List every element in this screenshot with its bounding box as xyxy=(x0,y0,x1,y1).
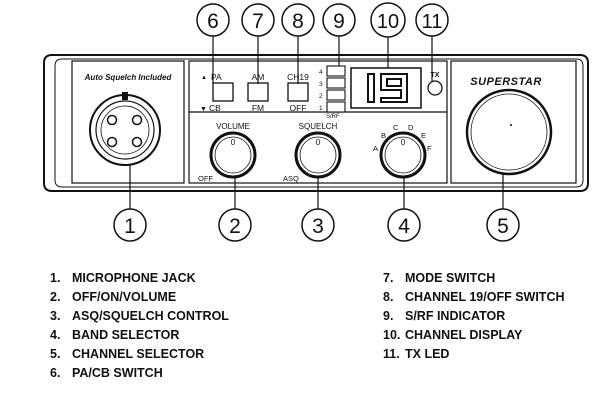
legend-number: 8. xyxy=(383,290,394,304)
band-b: B xyxy=(381,131,386,140)
legend-text: PA/CB SWITCH xyxy=(72,366,163,380)
legend-text: MODE SWITCH xyxy=(405,271,496,285)
legend-text: TX LED xyxy=(405,347,450,361)
legend-number: 7. xyxy=(383,271,394,285)
legend-item: 7. MODE SWITCH xyxy=(383,269,565,288)
legend-text: OFF/ON/VOLUME xyxy=(72,290,177,304)
legend-text: BAND SELECTOR xyxy=(72,328,180,342)
svg-text:8: 8 xyxy=(292,10,304,33)
band-c: C xyxy=(393,123,399,132)
legend-item: 1. MICROPHONE JACK xyxy=(50,269,229,288)
off-position-label: OFF xyxy=(198,174,213,183)
band-e: E xyxy=(421,131,426,140)
svg-text:10: 10 xyxy=(377,11,399,33)
volume-label: VOLUME xyxy=(216,122,250,131)
legend-item: 3. ASQ/SQUELCH CONTROL xyxy=(50,307,229,326)
callout-9: 9 xyxy=(322,3,356,37)
leader-lines xyxy=(129,36,504,209)
legend-left: 1. MICROPHONE JACK 2. OFF/ON/VOLUME 3. ASQ/… xyxy=(50,269,229,383)
asq-label: ASQ xyxy=(283,174,299,183)
svg-text:6: 6 xyxy=(207,10,219,33)
squelch-knob: SQUELCH 0 ASQ xyxy=(283,122,342,183)
callout-2: 2 xyxy=(218,208,252,242)
legend-number: 11. xyxy=(383,347,400,361)
meter-level-2: 2 xyxy=(319,93,323,100)
channel-selector: SUPERSTAR xyxy=(465,76,553,176)
legend-number: 10. xyxy=(383,328,401,342)
legend-text: ASQ/SQUELCH CONTROL xyxy=(72,309,229,323)
srf-indicator: 4 3 2 1 S/RF xyxy=(319,65,346,120)
pa-label: PA xyxy=(211,72,222,82)
legend-number: 6. xyxy=(50,366,61,380)
callouts-top: 6 7 8 9 10 11 xyxy=(196,2,449,38)
legend-item: 4. BAND SELECTOR xyxy=(50,326,229,345)
callout-8: 8 xyxy=(281,3,315,37)
legend-number: 4. xyxy=(50,328,61,342)
svg-text:11: 11 xyxy=(422,11,443,33)
legend-item: 5. CHANNEL SELECTOR xyxy=(50,345,229,364)
legend-text: CHANNEL SELECTOR xyxy=(72,347,205,361)
band-knob: 0 A B C D E F xyxy=(373,123,432,179)
legend-text: S/RF INDICATOR xyxy=(405,309,506,323)
meter-level-1: 1 xyxy=(319,105,323,112)
squelch-mark: 0 xyxy=(316,138,321,147)
callout-1: 1 xyxy=(113,208,147,242)
callout-5: 5 xyxy=(486,208,520,242)
band-d: D xyxy=(408,123,414,132)
legend-item: 6. PA/CB SWITCH xyxy=(50,364,229,383)
legend-right: 7. MODE SWITCH 8. CHANNEL 19/OFF SWITCH 9.… xyxy=(383,269,565,364)
off-label: OFF xyxy=(290,103,307,113)
legend-number: 9. xyxy=(383,309,394,323)
svg-text:9: 9 xyxy=(333,10,345,33)
callout-4: 4 xyxy=(387,208,421,242)
svg-text:3: 3 xyxy=(312,215,324,238)
mic-label: Auto Squelch Included xyxy=(84,73,173,82)
pa-cb-switch: ▲ PA ▼ CB xyxy=(200,72,234,113)
svg-text:4: 4 xyxy=(398,215,410,238)
callouts-bottom: 1 2 3 4 5 xyxy=(113,208,520,242)
display-digits xyxy=(367,73,408,103)
meter-level-4: 4 xyxy=(319,69,323,76)
callout-10: 10 xyxy=(370,2,406,38)
legend-item: 2. OFF/ON/VOLUME xyxy=(50,288,229,307)
legend-number: 1. xyxy=(50,271,61,285)
legend-item: 10. CHANNEL DISPLAY xyxy=(383,326,565,345)
fm-label: FM xyxy=(252,103,264,113)
callout-11: 11 xyxy=(415,3,449,37)
callout-6: 6 xyxy=(196,3,230,37)
meter-level-3: 3 xyxy=(319,81,323,88)
callout-7: 7 xyxy=(241,3,275,37)
volume-mark: 0 xyxy=(231,138,236,147)
svg-text:2: 2 xyxy=(229,215,241,238)
legend-number: 2. xyxy=(50,290,61,304)
cb-label: CB xyxy=(209,103,221,113)
tx-label: TX xyxy=(431,72,440,79)
legend-item: 9. S/RF INDICATOR xyxy=(383,307,565,326)
band-f: F xyxy=(427,144,432,153)
squelch-label: SQUELCH xyxy=(299,122,338,131)
legend-text: CHANNEL 19/OFF SWITCH xyxy=(405,290,565,304)
brand-label: SUPERSTAR xyxy=(470,76,542,88)
svg-text:7: 7 xyxy=(252,10,264,33)
svg-text:▲: ▲ xyxy=(201,75,207,81)
legend-text: CHANNEL DISPLAY xyxy=(405,328,523,342)
legend-item: 11. TX LED xyxy=(383,345,565,364)
callout-3: 3 xyxy=(301,208,335,242)
legend-number: 3. xyxy=(50,309,61,323)
svg-text:1: 1 xyxy=(124,215,136,238)
volume-knob: VOLUME 0 OFF xyxy=(198,122,257,183)
svg-text:5: 5 xyxy=(497,215,509,238)
legend-number: 5. xyxy=(50,347,61,361)
tx-led: TX xyxy=(427,72,443,96)
legend-item: 8. CHANNEL 19/OFF SWITCH xyxy=(383,288,565,307)
band-mark: 0 xyxy=(401,138,406,147)
srf-label: S/RF xyxy=(326,114,340,120)
channel-display: 19 xyxy=(350,67,422,109)
legend-text: MICROPHONE JACK xyxy=(72,271,196,285)
microphone-jack: Auto Squelch Included xyxy=(84,73,173,166)
band-a: A xyxy=(373,144,378,153)
svg-text:▼: ▼ xyxy=(200,106,207,113)
